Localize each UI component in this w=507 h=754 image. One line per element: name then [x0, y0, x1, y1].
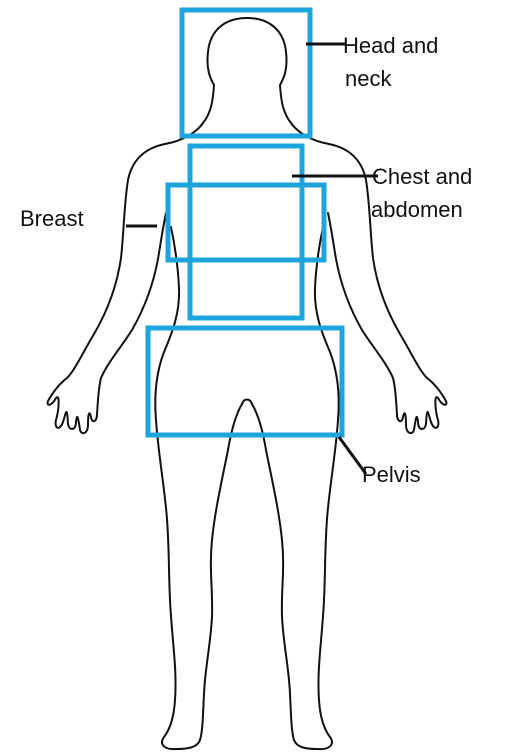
- human-body-outline: [48, 18, 447, 749]
- region-boxes: [148, 10, 342, 435]
- head-neck-region-box: [182, 10, 310, 136]
- head-neck-label-line2: neck: [345, 66, 392, 91]
- pelvis-region-box: [148, 328, 342, 435]
- crotch-outline: [242, 400, 252, 405]
- breast-label: Breast: [20, 206, 84, 231]
- pelvis-label: Pelvis: [362, 462, 421, 487]
- chest-abdomen-region-box: [190, 146, 302, 318]
- chest-abdomen-label-line2: abdomen: [371, 197, 463, 222]
- head-outline: [165, 18, 247, 144]
- head-neck-label-line1: Head and: [343, 33, 438, 58]
- torso-right-outline: [252, 227, 339, 749]
- torso-left-outline: [155, 227, 242, 749]
- head-outline-right: [247, 18, 329, 144]
- chest-abdomen-label-line1: Chest and: [372, 164, 472, 189]
